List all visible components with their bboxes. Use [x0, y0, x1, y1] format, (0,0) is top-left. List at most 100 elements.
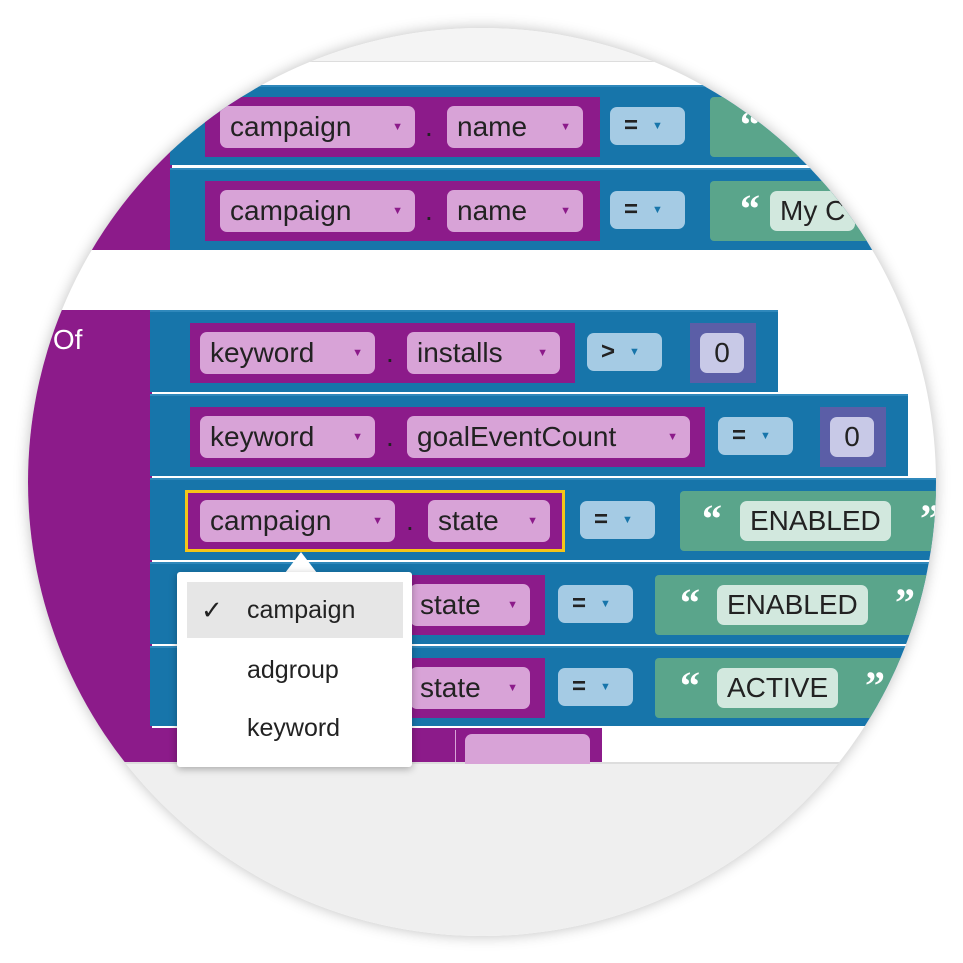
entity-dropdown[interactable]: campaign ▼: [200, 500, 395, 542]
entity-label: campaign: [210, 505, 332, 536]
quote-open: “: [680, 663, 700, 708]
number-block[interactable]: 0: [820, 407, 886, 467]
text-block[interactable]: “ ENABLED ”: [655, 575, 936, 635]
dropdown-arrow-icon: ▼: [560, 205, 571, 217]
quote-close: ”: [895, 580, 915, 625]
field-label: goalEventCount: [417, 421, 617, 452]
operator-dropdown[interactable]: =▼: [580, 501, 655, 539]
operator-label: =: [732, 422, 747, 449]
number-input[interactable]: 0: [830, 417, 874, 457]
entity-dropdown[interactable]: campaign ▼: [220, 106, 415, 148]
operator-label: >: [601, 338, 616, 365]
entity-label: campaign: [230, 111, 352, 142]
operator-dropdown[interactable]: =▼: [610, 107, 685, 145]
menu-item-label: campaign: [247, 595, 356, 624]
operator-label: =: [572, 590, 587, 617]
dot-separator: .: [386, 337, 394, 368]
number-block[interactable]: 0: [690, 323, 756, 383]
dropdown-arrow-icon: ▼: [527, 515, 538, 527]
operator-dropdown[interactable]: =▼: [610, 191, 685, 229]
dropdown-arrow-icon: ▼: [537, 347, 548, 359]
field-dropdown[interactable]: installs ▼: [407, 332, 560, 374]
text-input[interactable]: My C: [770, 191, 856, 231]
field-block[interactable]: keyword▼ . goalEventCount▼: [190, 407, 705, 467]
field-label: installs: [417, 337, 503, 368]
dropdown-arrow-icon: ▼: [392, 121, 403, 133]
menu-item-label: adgroup: [247, 655, 339, 684]
toolbar-area: [28, 28, 936, 62]
dropdown-arrow-icon: ▼: [622, 514, 633, 526]
compare-block[interactable]: campaign▼ . name▼ =▼ “ My C: [170, 168, 936, 250]
quote-open: “: [702, 496, 722, 541]
operator-dropdown[interactable]: =▼: [558, 668, 633, 706]
field-block[interactable]: campaign ▼ . name▼: [205, 181, 600, 241]
dropdown-arrow-icon: ▼: [352, 347, 363, 359]
compare-block[interactable]: keyword▼ . goalEventCount▼ =▼ 0: [150, 394, 908, 476]
field-block-selected[interactable]: campaign ▼ . state ▼: [185, 490, 565, 552]
entity-label: keyword: [210, 337, 315, 368]
field-block[interactable]: campaign ▼ . name▼: [205, 97, 600, 157]
field-dropdown[interactable]: name▼: [447, 190, 583, 232]
menu-item-keyword[interactable]: keyword: [187, 700, 403, 756]
field-dropdown[interactable]: state ▼: [410, 667, 530, 709]
quote-close: ”: [920, 495, 936, 542]
compare-block[interactable]: keyword ▼ . installs ▼ >▼ 0: [150, 310, 778, 392]
dropdown-arrow-icon: ▼: [372, 515, 383, 527]
all-of-label: All Of: [28, 324, 83, 355]
compare-block[interactable]: campaign ▼ . state ▼ =▼ “ ENABLED ”: [150, 478, 936, 560]
quote-close: ”: [865, 663, 885, 708]
dot-separator: .: [406, 505, 414, 536]
bottom-area: [28, 762, 936, 936]
operator-label: =: [624, 112, 639, 139]
menu-item-label: keyword: [247, 713, 341, 742]
dropdown-arrow-icon: ▼: [507, 682, 518, 694]
entity-label: keyword: [210, 421, 315, 452]
logic-block-1[interactable]: [28, 85, 172, 250]
text-input[interactable]: ENABLED: [717, 585, 868, 625]
text-block[interactable]: “: [710, 97, 936, 157]
dot-separator: .: [425, 195, 433, 226]
field-label: state: [420, 589, 481, 620]
text-input[interactable]: ACTIVE: [717, 668, 839, 708]
operator-dropdown[interactable]: =▼: [558, 585, 633, 623]
entity-dropdown-menu: ✓ campaign adgroup keyword: [177, 572, 412, 767]
number-input[interactable]: 0: [700, 333, 744, 373]
entity-dropdown[interactable]: keyword ▼: [200, 332, 375, 374]
entity-dropdown[interactable]: campaign ▼: [220, 190, 415, 232]
menu-item-campaign[interactable]: ✓ campaign: [187, 582, 403, 638]
operator-dropdown[interactable]: =▼: [718, 417, 793, 455]
circular-crop: campaign▼ . name▼ =▼ “ campaign▼ . name▼…: [28, 28, 936, 936]
dropdown-arrow-icon: ▼: [600, 598, 611, 610]
blockly-workspace: campaign▼ . name▼ =▼ “ campaign▼ . name▼…: [28, 28, 936, 936]
quote-open: “: [740, 186, 760, 231]
field-dropdown[interactable]: name▼: [447, 106, 583, 148]
compare-block[interactable]: campaign▼ . name▼ =▼ “: [170, 85, 936, 165]
dot-separator: .: [425, 111, 433, 142]
all-of-block[interactable]: All Of: [28, 310, 152, 728]
field-dropdown[interactable]: state ▼: [428, 500, 550, 542]
dropdown-arrow-icon: ▼: [652, 120, 663, 132]
dropdown-arrow-icon: ▼: [667, 431, 678, 443]
field-dropdown-partial[interactable]: [465, 734, 590, 764]
field-label: state: [420, 672, 481, 703]
text-block[interactable]: “ My C: [710, 181, 936, 241]
field-block[interactable]: keyword ▼ . installs ▼: [190, 323, 575, 383]
dropdown-arrow-icon: ▼: [507, 599, 518, 611]
field-label: state: [438, 505, 499, 536]
dropdown-arrow-icon: ▼: [600, 681, 611, 693]
operator-label: =: [624, 196, 639, 223]
dropdown-arrow-icon: ▼: [392, 205, 403, 217]
operator-label: =: [572, 673, 587, 700]
text-input[interactable]: ENABLED: [740, 501, 891, 541]
text-block[interactable]: “ ENABLED ”: [680, 491, 936, 551]
text-block[interactable]: “ ACTIVE ”: [655, 658, 936, 718]
menu-item-adgroup[interactable]: adgroup: [187, 642, 403, 698]
operator-dropdown[interactable]: >▼: [587, 333, 662, 371]
dropdown-arrow-icon: ▼: [352, 431, 363, 443]
dropdown-arrow-icon: ▼: [652, 204, 663, 216]
field-dropdown[interactable]: state ▼: [410, 584, 530, 626]
entity-dropdown[interactable]: keyword ▼: [200, 416, 375, 458]
entity-label: campaign: [230, 195, 352, 226]
field-dropdown[interactable]: goalEventCount ▼: [407, 416, 690, 458]
quote-open: “: [740, 102, 760, 147]
